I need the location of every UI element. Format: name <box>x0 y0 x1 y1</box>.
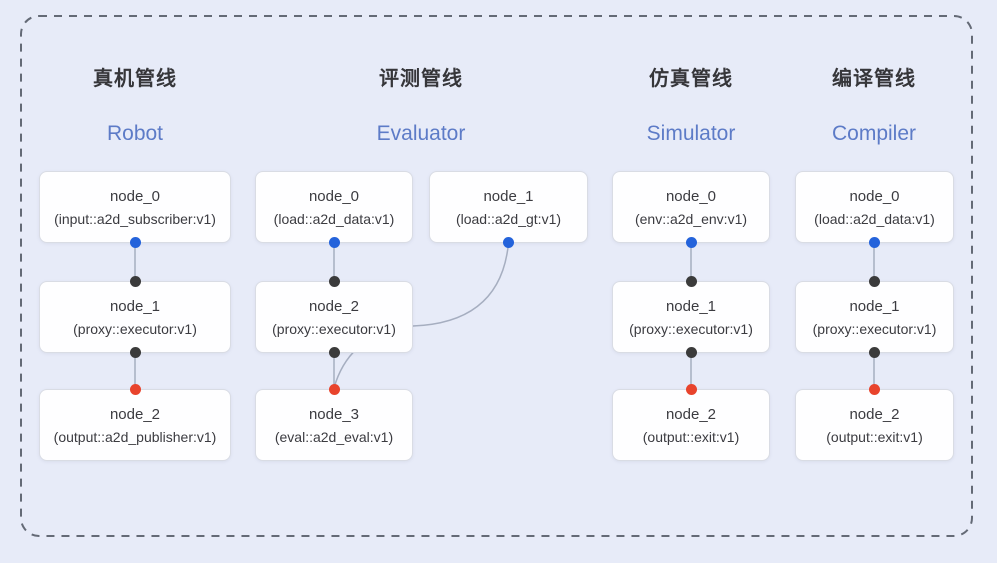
node-name: node_1 <box>109 297 161 315</box>
pipeline-title-zh-evaluator: 评测管线 <box>379 68 463 90</box>
node-name: node_2 <box>109 405 161 423</box>
node-name: node_0 <box>849 187 900 205</box>
evaluator-node-2: node_2 (proxy::executor:v1) <box>255 281 413 353</box>
evaluator-node-0: node_0 (load::a2d_data:v1) <box>255 171 413 243</box>
pipeline-title-en-robot: Robot <box>106 122 164 145</box>
edge-eval-n1-n3-curve <box>333 242 510 389</box>
node-type: (load::a2d_gt:v1) <box>455 210 562 227</box>
node-name: node_3 <box>308 405 360 423</box>
pipeline-title-en-simulator: Simulator <box>646 122 736 145</box>
evaluator-node3-input-port-dot <box>328 383 340 395</box>
compiler-node0-output-port-dot <box>868 236 880 248</box>
simulator-node0-output-port-dot <box>685 236 697 248</box>
pipeline-title-zh-simulator: 仿真管线 <box>649 68 733 90</box>
robot-node0-output-port-dot <box>129 236 141 248</box>
compiler-node2-input-port-dot <box>868 383 880 395</box>
node-type: (proxy::executor:v1) <box>812 320 937 337</box>
node-type: (load::a2d_data:v1) <box>273 210 395 227</box>
evaluator-node-1: node_1 (load::a2d_gt:v1) <box>429 171 588 243</box>
simulator-node2-input-port-dot <box>685 383 697 395</box>
node-type: (output::exit:v1) <box>642 428 740 445</box>
robot-node1-output-port-dot <box>129 346 141 358</box>
evaluator-node1-output-port-dot <box>502 236 514 248</box>
node-type: (output::exit:v1) <box>826 428 923 445</box>
node-type: (load::a2d_data:v1) <box>814 210 935 227</box>
compiler-node-1: node_1 (proxy::executor:v1) <box>795 281 954 353</box>
node-name: node_2 <box>849 405 900 423</box>
node-type: (eval::a2d_eval:v1) <box>274 428 394 445</box>
node-type: (proxy::executor:v1) <box>272 320 396 337</box>
simulator-node1-input-port-dot <box>685 275 697 287</box>
node-type: (input::a2d_subscriber:v1) <box>54 210 216 227</box>
robot-node-0: node_0 (input::a2d_subscriber:v1) <box>39 171 231 243</box>
evaluator-node2-output-port-dot <box>328 346 340 358</box>
node-name: node_0 <box>109 187 161 205</box>
node-name: node_1 <box>849 297 900 315</box>
simulator-node-1: node_1 (proxy::executor:v1) <box>612 281 770 353</box>
robot-node-2: node_2 (output::a2d_publisher:v1) <box>39 389 231 461</box>
pipeline-title-zh-robot: 真机管线 <box>93 68 177 90</box>
node-name: node_0 <box>308 187 360 205</box>
evaluator-node0-output-port-dot <box>328 236 340 248</box>
simulator-node-2: node_2 (output::exit:v1) <box>612 389 770 461</box>
robot-node-1: node_1 (proxy::executor:v1) <box>39 281 231 353</box>
evaluator-node-3: node_3 (eval::a2d_eval:v1) <box>255 389 413 461</box>
simulator-node-0: node_0 (env::a2d_env:v1) <box>612 171 770 243</box>
compiler-node1-output-port-dot <box>868 346 880 358</box>
pipeline-title-zh-compiler: 编译管线 <box>832 68 916 90</box>
node-name: node_1 <box>483 187 534 205</box>
node-type: (proxy::executor:v1) <box>629 320 753 337</box>
robot-node1-input-port-dot <box>129 275 141 287</box>
robot-node2-input-port-dot <box>129 383 141 395</box>
node-name: node_0 <box>665 187 717 205</box>
node-type: (env::a2d_env:v1) <box>634 210 748 227</box>
node-name: node_1 <box>665 297 717 315</box>
simulator-node1-output-port-dot <box>685 346 697 358</box>
node-name: node_2 <box>308 297 360 315</box>
node-name: node_2 <box>665 405 717 423</box>
compiler-node-2: node_2 (output::exit:v1) <box>795 389 954 461</box>
node-type: (proxy::executor:v1) <box>73 320 197 337</box>
node-type: (output::a2d_publisher:v1) <box>53 428 217 445</box>
pipeline-title-en-compiler: Compiler <box>831 122 917 145</box>
evaluator-node2-input-port-dot <box>328 275 340 287</box>
pipeline-title-en-evaluator: Evaluator <box>376 122 466 145</box>
dashed-frame <box>20 15 973 537</box>
compiler-node1-input-port-dot <box>868 275 880 287</box>
compiler-node-0: node_0 (load::a2d_data:v1) <box>795 171 954 243</box>
